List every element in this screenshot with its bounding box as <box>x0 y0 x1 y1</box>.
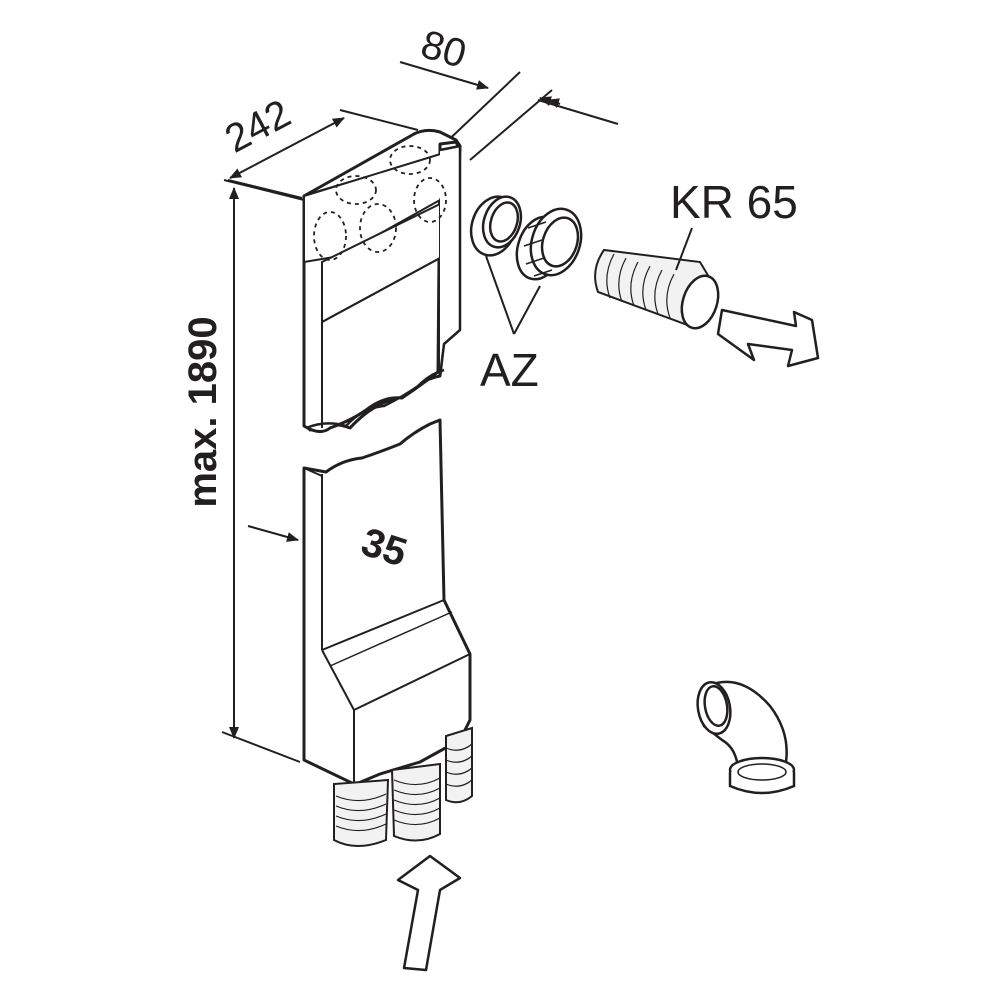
inlet-flow-arrow <box>396 854 462 972</box>
az-part-label: AZ <box>480 344 539 396</box>
height-dimension-label: max. 1890 <box>181 316 225 507</box>
az-adapter-ring <box>469 195 523 257</box>
elbow-fitting <box>696 680 796 795</box>
outlet-circles <box>313 145 447 261</box>
kr65-flex-hose <box>594 248 720 330</box>
kr65-part-label: KR 65 <box>670 176 798 228</box>
width-dimension-label: 242 <box>218 91 298 161</box>
hose-ribs <box>335 743 473 832</box>
upper-duct-section <box>302 128 462 433</box>
az-leader-lines <box>485 255 541 335</box>
az-adapter-nut <box>515 207 583 281</box>
lower-duct-section <box>302 418 472 786</box>
kr65-leader-line <box>675 227 693 271</box>
outlet-flow-arrow <box>716 308 820 368</box>
